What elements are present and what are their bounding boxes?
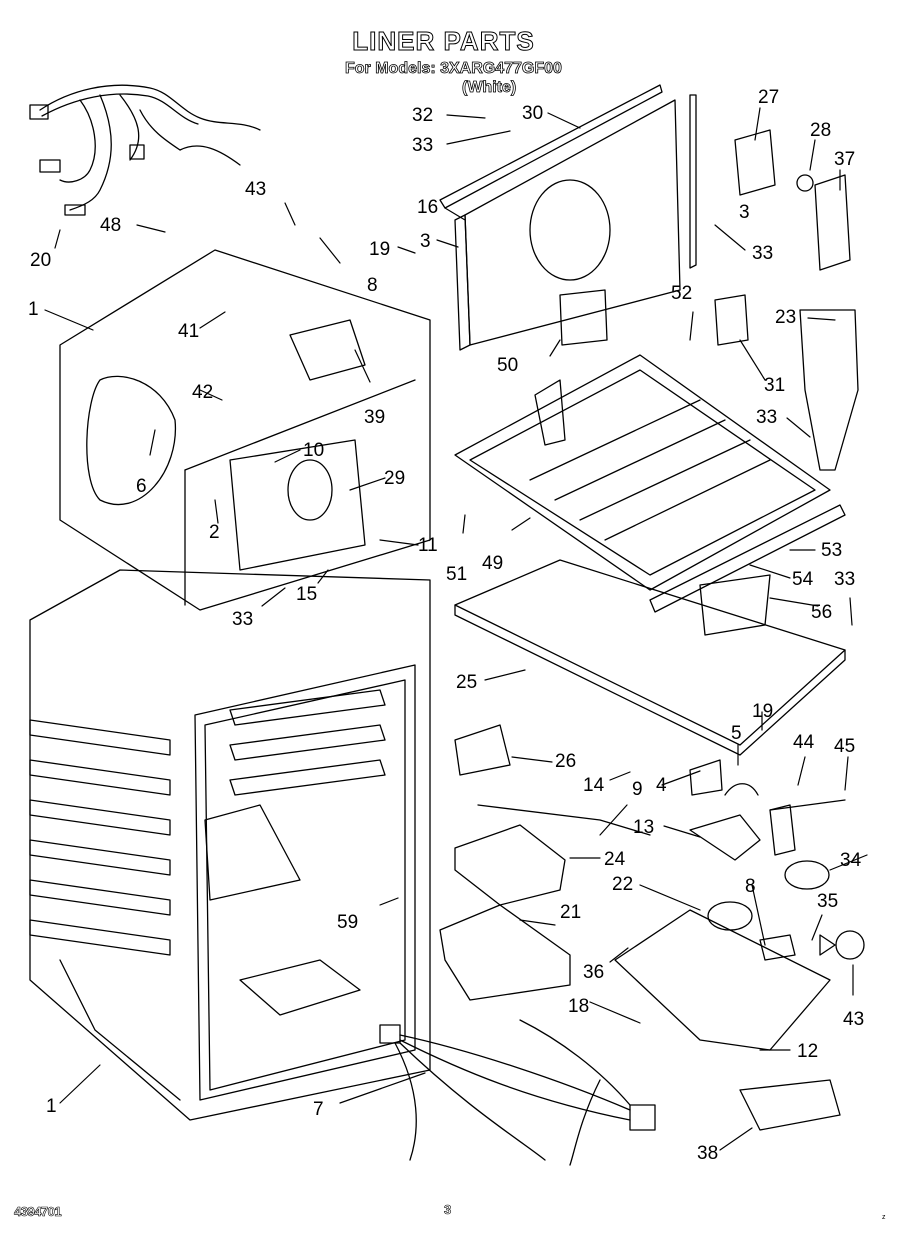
part-callout: 33 [752, 243, 774, 264]
part-callout: 43 [245, 179, 267, 200]
page-number: 3 [444, 1202, 452, 1218]
part-callout: 21 [560, 902, 582, 923]
part-callout: 1 [46, 1096, 57, 1117]
part-callout: 33 [756, 407, 778, 428]
part-callout: 52 [671, 283, 693, 304]
part-callout: 50 [497, 355, 519, 376]
part-callout: 22 [612, 874, 634, 895]
crisper-tray-part [454, 354, 831, 591]
part-callout: 45 [834, 736, 856, 757]
part-callout: 33 [232, 609, 254, 630]
part-callout: 20 [30, 250, 52, 271]
part-callout: 54 [792, 569, 814, 590]
part-callout: 11 [418, 535, 438, 556]
part-callout: 10 [303, 440, 325, 461]
part-callout: 5 [731, 723, 742, 744]
part-callout: 49 [482, 553, 504, 574]
part-callout: 33 [412, 135, 434, 156]
part-callout: 34 [840, 850, 862, 871]
part-callout: 2 [209, 522, 220, 543]
part-callout: 3 [420, 231, 431, 252]
part-callout: 48 [100, 215, 122, 236]
part-callout: 56 [811, 602, 833, 623]
model-number: For Models: 3XARG477GF00 [345, 60, 563, 78]
part-callout: 8 [367, 275, 378, 296]
part-callout: 31 [764, 375, 786, 396]
part-callout: 25 [456, 672, 478, 693]
part-callout: 35 [817, 891, 839, 912]
part-callout: 15 [296, 584, 318, 605]
part-callout: 7 [313, 1099, 324, 1120]
part-callout: 37 [834, 149, 856, 170]
shelf-frame-part [454, 504, 846, 756]
back-panel-part [439, 84, 697, 351]
part-callout: 53 [821, 540, 843, 561]
part-callout: 51 [446, 564, 468, 585]
part-callout: 32 [412, 105, 434, 126]
part-callout: 19 [369, 239, 391, 260]
part-callout: 3 [739, 202, 750, 223]
light-shield-part [559, 129, 859, 471]
part-callout: 24 [604, 849, 626, 870]
part-callout: 13 [633, 817, 655, 838]
fresh-food-liner-part [29, 569, 431, 1121]
page-title: LINER PARTS [352, 26, 535, 57]
part-callout: 1 [28, 299, 39, 320]
part-callout: 41 [178, 321, 200, 342]
part-callout: 59 [337, 912, 359, 933]
leader-lines [44, 107, 868, 1151]
part-callout: 36 [583, 962, 605, 983]
part-callout: 42 [192, 382, 214, 403]
part-callout: 23 [775, 307, 797, 328]
evaporator-assembly-part [229, 319, 366, 571]
part-callout: 44 [793, 732, 815, 753]
part-callout: 38 [697, 1143, 719, 1164]
part-callout: 14 [583, 775, 605, 796]
document-number: 4394701 [14, 1204, 62, 1220]
part-callout: 16 [417, 197, 439, 218]
part-callout: 12 [797, 1041, 819, 1062]
part-callout: 19 [752, 701, 774, 722]
part-callout: 26 [555, 751, 577, 772]
part-callout: 18 [568, 996, 590, 1017]
part-callout: 27 [758, 87, 780, 108]
corner-mark: z [882, 1214, 886, 1221]
part-callout: 33 [834, 569, 856, 590]
part-callout: 4 [656, 775, 667, 796]
part-callout: 39 [364, 407, 386, 428]
part-callout: 29 [384, 468, 406, 489]
wiring-harness-part [29, 84, 261, 216]
part-callout: 6 [136, 476, 147, 497]
freezer-liner-part [59, 249, 431, 611]
part-callout: 28 [810, 120, 832, 141]
part-callout: 43 [843, 1009, 865, 1030]
control-housing-part [439, 724, 865, 1131]
part-callout: 8 [745, 876, 756, 897]
wiring-harness-lower-part [379, 1019, 656, 1166]
part-callout: 30 [522, 103, 544, 124]
color-variant: (White) [462, 79, 517, 97]
part-callout: 9 [632, 779, 643, 800]
